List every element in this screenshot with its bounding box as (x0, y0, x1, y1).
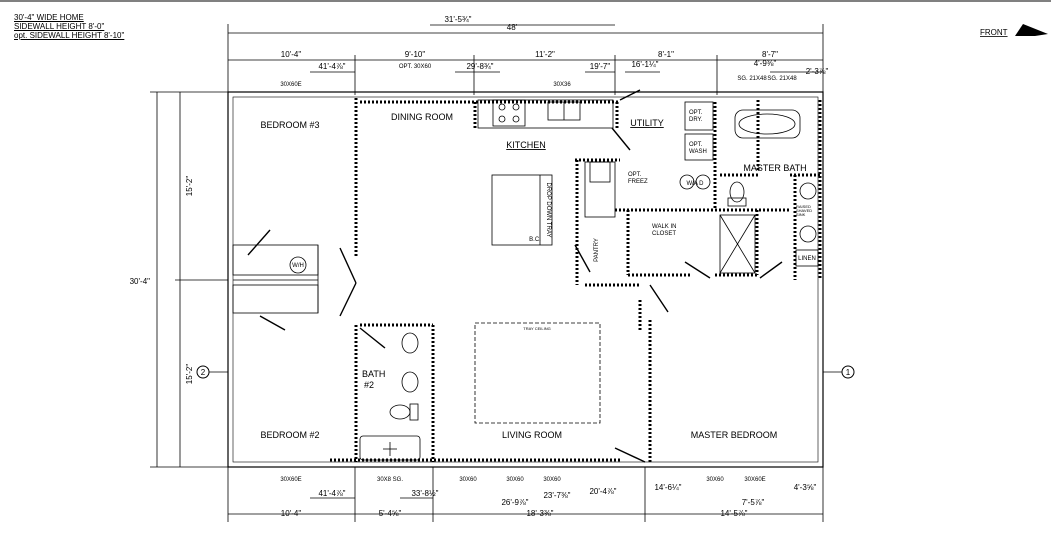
closet-walls (232, 244, 319, 314)
drop-down-tray-label: DROP DOWN TRAY (545, 182, 551, 237)
dim-top-8-7: 8'-7" (762, 50, 778, 59)
header-opt-sidewall: opt. SIDEWALL HEIGHT 8'-10" (14, 31, 125, 40)
linen-label: LINEN (798, 256, 816, 262)
dim-bot-14-7: 14'-5⅞" (720, 509, 747, 518)
raised-sink-label-1: RAISED (796, 204, 811, 209)
dim-bot-20: 20'-4⅞" (589, 487, 616, 496)
room-master-bath: MASTER BATH (743, 163, 806, 173)
svg-text:2: 2 (201, 368, 206, 377)
tray-ceiling-label: TRAY CEILING (523, 326, 550, 331)
window-top-kitchen: 30X36 (553, 82, 571, 88)
room-bedroom2: BEDROOM #2 (260, 430, 319, 440)
dim-top-11-2: 11'-2" (535, 50, 555, 59)
doors (247, 89, 783, 463)
pantry-label: PANTRY (594, 238, 600, 262)
bath2-fixtures (359, 332, 421, 461)
bc-label: B.C. (529, 237, 541, 243)
dim-bot-4-3: 4'-3⅝" (794, 483, 817, 492)
wd-label: W/A D (686, 181, 704, 187)
dim-top-9-10: 9'-10" (405, 50, 426, 59)
top-dimension-lines (227, 24, 824, 95)
dim-top-31: 31'-5¾" (444, 15, 471, 24)
opt-wash-label-2: WASH (689, 149, 707, 155)
opt-wash-label-1: OPT. (689, 142, 703, 148)
master-bath-fixtures (719, 109, 819, 274)
svg-text:1: 1 (846, 368, 851, 377)
window-top-sg1: SG. 21X48 (737, 76, 767, 82)
room-bath2-b: #2 (364, 380, 374, 390)
bottom-dimension-lines (227, 467, 824, 522)
dim-bot-5-4: 5'-4⅝" (379, 509, 402, 518)
dim-bot-26: 26'-9⅞" (501, 498, 528, 507)
window-bot-bath: 30X8 SG. (377, 477, 403, 483)
front-label: FRONT (980, 28, 1008, 37)
opt-freez-label-1: OPT. (628, 172, 642, 178)
dim-top-16: 16'-1¼" (631, 60, 658, 69)
dim-top-41: 41'-4⅞" (318, 62, 345, 71)
walk-in-label-1: WALK IN (652, 224, 676, 230)
utility-fixtures (584, 101, 714, 218)
dim-top-29: 29'-8¾" (466, 62, 493, 71)
dim-top-10-4: 10'-4" (281, 50, 302, 59)
dim-bot-10-4: 10'-4" (281, 509, 302, 518)
window-bot-living3: 30X60 (543, 477, 561, 483)
front-arrow-icon (1015, 24, 1048, 36)
left-dimension-lines (150, 91, 228, 468)
dim-top-8-1: 8'-1" (658, 50, 674, 59)
kitchen-fixtures (477, 99, 614, 246)
window-bot-living2: 30X60 (506, 477, 524, 483)
window-top-br3: 30X60E (280, 82, 301, 88)
room-bedroom3: BEDROOM #3 (260, 120, 319, 130)
room-master-bedroom: MASTER BEDROOM (691, 430, 778, 440)
header-sidewall: SIDEWALL HEIGHT 8'-0" (14, 22, 105, 31)
interior-walls (330, 98, 822, 462)
header-width-note: 30'-4" WIDE HOME (14, 13, 84, 22)
room-kitchen: KITCHEN (506, 140, 546, 150)
window-top-sg2: SG. 21X48 (767, 76, 797, 82)
tray-ceiling-outline (474, 322, 601, 424)
dim-bot-33: 33'-8½" (411, 489, 438, 498)
dim-top-19: 19'-7" (590, 62, 611, 71)
water-heater-label: W/H (292, 263, 304, 269)
window-bot-mb2: 30X60E (744, 477, 765, 483)
dim-bot-7-5: 7'-5⅞" (742, 498, 765, 507)
dim-bot-18-3: 18'-3⅜" (526, 509, 553, 518)
dim-left-overall: 30'-4" (130, 277, 151, 286)
raised-sink-label-2: SHAVED (796, 208, 812, 213)
dim-bot-41: 41'-4⅞" (318, 489, 345, 498)
dim-top-4-9: 4'-9⅜" (754, 59, 777, 68)
dim-left-lower: 15'-2" (185, 364, 194, 385)
window-bot-living1: 30X60 (459, 477, 477, 483)
room-dining: DINING ROOM (391, 112, 453, 122)
dim-left-upper: 15'-2" (185, 176, 194, 197)
window-bot-mb1: 30X60 (706, 477, 724, 483)
raised-sink-label-3: SINK (796, 212, 806, 217)
walk-in-label-2: CLOSET (652, 231, 676, 237)
opt-freez-label-2: FREEZ (628, 179, 648, 185)
opt-dry-label-1: OPT. (689, 110, 703, 116)
exterior-walls (227, 91, 824, 468)
room-bath2-a: BATH (362, 369, 385, 379)
dim-bot-14-6: 14'-6¼" (654, 483, 681, 492)
window-top-dining: OPT. 30X60 (399, 64, 432, 70)
opt-dry-label-2: DRY. (689, 117, 703, 123)
dim-bot-23: 23'-7⅜" (543, 491, 570, 500)
room-living: LIVING ROOM (502, 430, 562, 440)
room-utility: UTILITY (630, 118, 664, 128)
window-bot-br2: 30X60E (280, 477, 301, 483)
dim-top-overall: 48' (507, 23, 518, 32)
dim-top-2-3: 2'-3⅞" (806, 67, 829, 76)
